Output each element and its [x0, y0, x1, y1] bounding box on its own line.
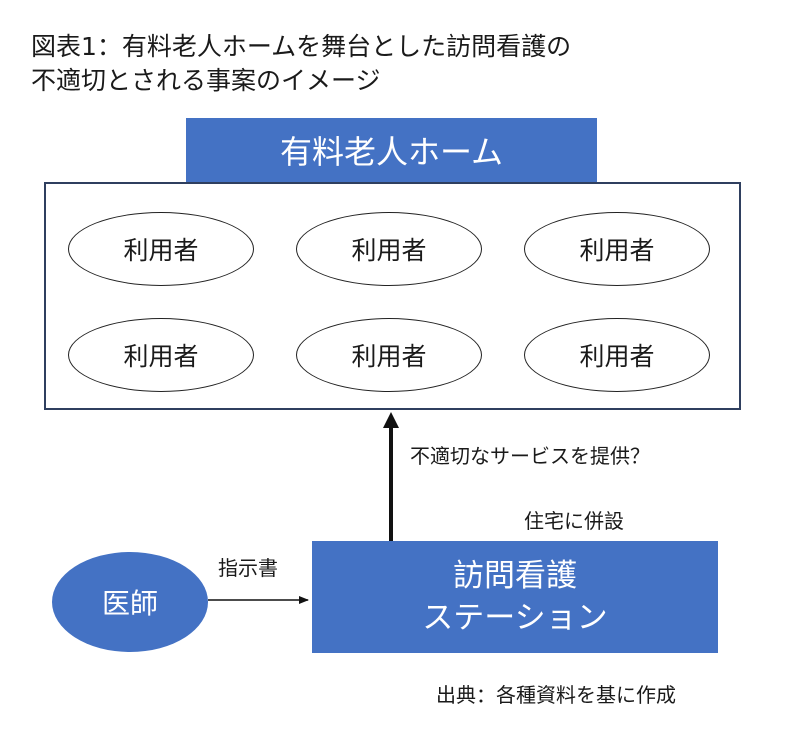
user-node: 利用者: [68, 318, 254, 392]
user-node: 利用者: [524, 212, 710, 286]
nursing-home-box: 利用者 利用者 利用者 利用者 利用者 利用者: [44, 182, 741, 410]
station-label-line-1: 訪問看護: [453, 558, 577, 594]
figure-title-line-2: 不適切とされる事案のイメージ: [31, 66, 381, 95]
user-node: 利用者: [68, 212, 254, 286]
figure-title: 図表1：有料老人ホームを舞台とした訪問看護の 不適切とされる事案のイメージ: [31, 30, 771, 98]
nursing-home-label: 有料老人ホーム: [186, 118, 597, 182]
instruction-label: 指示書: [218, 556, 278, 580]
figure-title-line-1: 図表1：有料老人ホームを舞台とした訪問看護の: [31, 32, 572, 61]
user-node: 利用者: [296, 318, 482, 392]
service-label: 不適切なサービスを提供？: [410, 444, 650, 468]
visiting-nursing-station: 訪問看護 ステーション: [312, 541, 718, 653]
source-note: 出典：各種資料を基に作成: [436, 683, 676, 707]
station-label-line-2: ステーション: [422, 600, 608, 636]
doctor-node: 医師: [52, 552, 208, 652]
colocated-label: 住宅に併設: [524, 509, 624, 533]
user-node: 利用者: [296, 212, 482, 286]
user-node: 利用者: [524, 318, 710, 392]
